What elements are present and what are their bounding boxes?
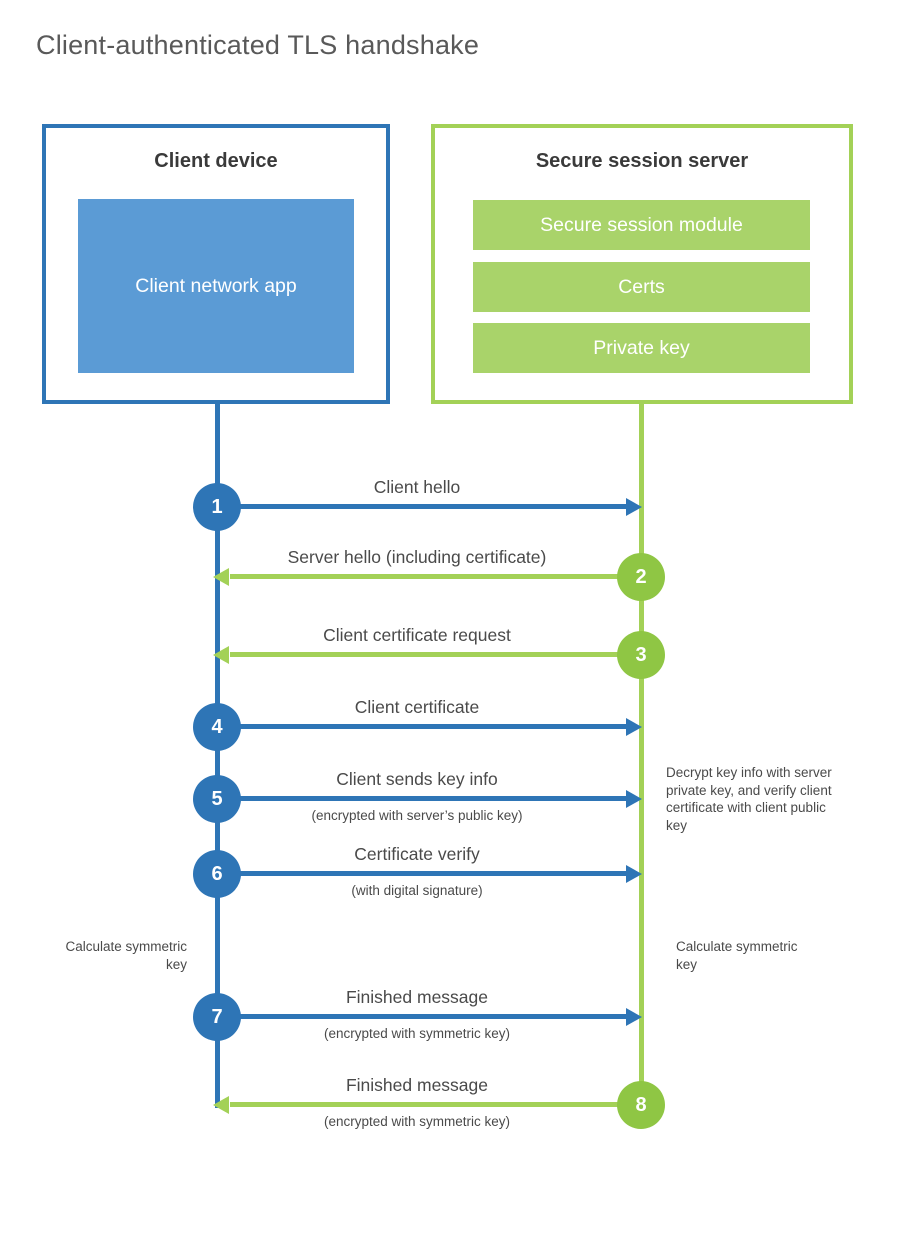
step-6-number: 6 (211, 862, 223, 885)
arrowhead-right-icon (626, 498, 642, 516)
secure-session-module-bar: Secure session module (473, 200, 810, 250)
message-6-sublabel: (with digital signature) (351, 883, 483, 898)
message-1-label: Client hello (373, 477, 461, 497)
step-1-number: 1 (211, 495, 223, 518)
message-8-sublabel: (encrypted with symmetric key) (323, 1114, 511, 1129)
client-network-app-box: Client network app (78, 199, 354, 373)
secure-session-module-label: Secure session module (540, 213, 743, 236)
client-device-title: Client device (154, 150, 278, 172)
certs-label: Certs (618, 275, 665, 298)
step-5-number: 5 (211, 787, 223, 810)
server-lifeline (639, 404, 644, 1104)
message-4-label: Client certificate (354, 697, 480, 717)
step-3-number: 3 (635, 643, 647, 666)
message-2-label: Server hello (including certificate) (287, 547, 547, 567)
annotation-decrypt-note: Decrypt key info with server private key… (666, 765, 832, 833)
arrowhead-right-icon (626, 718, 642, 736)
step-8-circle: 8 (617, 1081, 665, 1129)
step-4-number: 4 (211, 715, 223, 738)
message-6-label: Certificate verify (354, 844, 480, 864)
step-2-circle: 2 (617, 553, 665, 601)
step-6-circle: 6 (193, 850, 241, 898)
step-4-circle: 4 (193, 703, 241, 751)
private-key-bar: Private key (473, 323, 810, 373)
step-8-arrow-line (230, 1102, 641, 1107)
server-box-title: Secure session server (535, 150, 749, 172)
client-network-app-label: Client network app (135, 274, 297, 297)
private-key-label: Private key (593, 336, 690, 359)
step-7-circle: 7 (193, 993, 241, 1041)
arrowhead-right-icon (626, 865, 642, 883)
arrowhead-left-icon (213, 1096, 229, 1114)
step-5-arrow-line (217, 796, 627, 801)
arrowhead-right-icon (626, 790, 642, 808)
arrowhead-right-icon (626, 1008, 642, 1026)
arrowhead-left-icon (213, 646, 229, 664)
message-3-label: Client certificate request (323, 625, 511, 645)
step-7-number: 7 (211, 1005, 223, 1028)
arrowhead-left-icon (213, 568, 229, 586)
step-8-number: 8 (635, 1093, 647, 1116)
step-4-arrow-line (217, 724, 627, 729)
message-7-sublabel: (encrypted with symmetric key) (323, 1026, 511, 1041)
step-3-arrow-line (230, 652, 641, 657)
page-title: Client-authenticated TLS handshake (36, 30, 480, 60)
client-lifeline (215, 404, 220, 1108)
step-1-arrow-line (217, 504, 627, 509)
message-5-sublabel: (encrypted with server’s public key) (311, 808, 523, 823)
annotation-calc-symmetric-right: Calculate symmetric key (676, 939, 798, 972)
annotation-calc-symmetric-left: Calculate symmetric key (65, 939, 187, 972)
message-5-label: Client sends key info (336, 769, 498, 789)
client-device-box: Client device Client network app (42, 124, 390, 404)
server-box: Secure session server Secure session mod… (431, 124, 853, 404)
certs-bar: Certs (473, 262, 810, 312)
step-7-arrow-line (217, 1014, 627, 1019)
step-2-number: 2 (635, 565, 647, 588)
step-1-circle: 1 (193, 483, 241, 531)
step-6-arrow-line (217, 871, 627, 876)
message-7-label: Finished message (345, 987, 489, 1007)
message-8-label: Finished message (345, 1075, 489, 1095)
step-2-arrow-line (230, 574, 641, 579)
step-3-circle: 3 (617, 631, 665, 679)
step-5-circle: 5 (193, 775, 241, 823)
